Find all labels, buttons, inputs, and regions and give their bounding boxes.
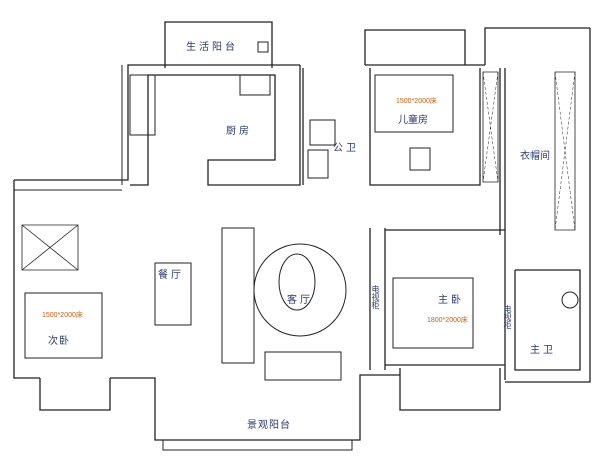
room-label-kitchen: 厨房 (226, 126, 252, 137)
bed-size-master: 1800*2000床 (427, 317, 468, 324)
room-label-living: 客厅 (287, 295, 313, 306)
tv-cabinet-label-master: 电视柜 (503, 305, 512, 329)
room-label-master-bedroom: 主卧 (438, 295, 464, 306)
furniture (24, 41, 579, 381)
room-label-master-bath: 主卫 (530, 345, 556, 356)
room-label-kids-room: 儿童房 (398, 115, 428, 126)
room-label-public-bath: 公卫 (333, 143, 359, 154)
room-label-landscape-balcony: 景观阳台 (247, 420, 291, 431)
outer-walls (13, 21, 591, 451)
room-label-utility-balcony: 生活阳台 (186, 42, 238, 53)
room-label-second-bedroom: 次卧 (48, 336, 70, 347)
room-label-cloakroom: 衣帽间 (520, 151, 550, 162)
bed-size-second: 1500*2000床 (42, 312, 83, 319)
interior-walls (21, 65, 581, 380)
room-label-dining: 餐厅 (158, 270, 184, 281)
tv-cabinet-label-living: 电视柜 (371, 285, 380, 309)
bed-size-kids: 1500*2000床 (396, 98, 437, 105)
